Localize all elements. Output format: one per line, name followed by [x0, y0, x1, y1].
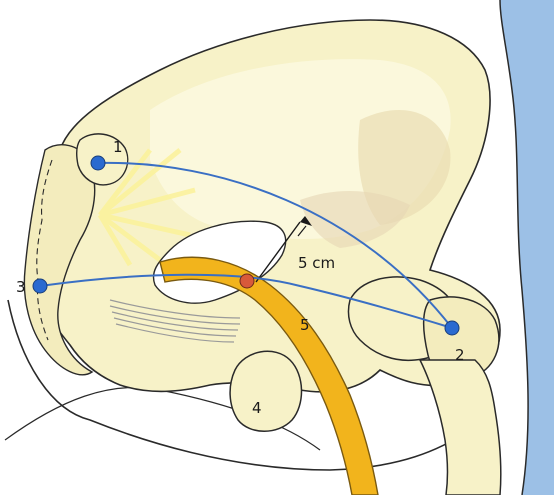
label-point-1: 1 — [113, 138, 123, 156]
skin-background — [500, 0, 554, 495]
landmark-dot-2 — [445, 321, 459, 335]
landmark-dot-1 — [91, 156, 105, 170]
label-structure-5: 5 — [300, 316, 310, 334]
label-distance: 5 cm — [298, 254, 335, 272]
target-dot — [240, 274, 254, 288]
label-point-3: 3 — [16, 278, 26, 296]
femur-shaft — [420, 360, 501, 495]
label-point-2: 2 — [455, 346, 465, 364]
landmark-dot-3 — [33, 279, 47, 293]
ischial-tuberosity — [230, 351, 301, 431]
label-structure-4: 4 — [252, 399, 262, 417]
